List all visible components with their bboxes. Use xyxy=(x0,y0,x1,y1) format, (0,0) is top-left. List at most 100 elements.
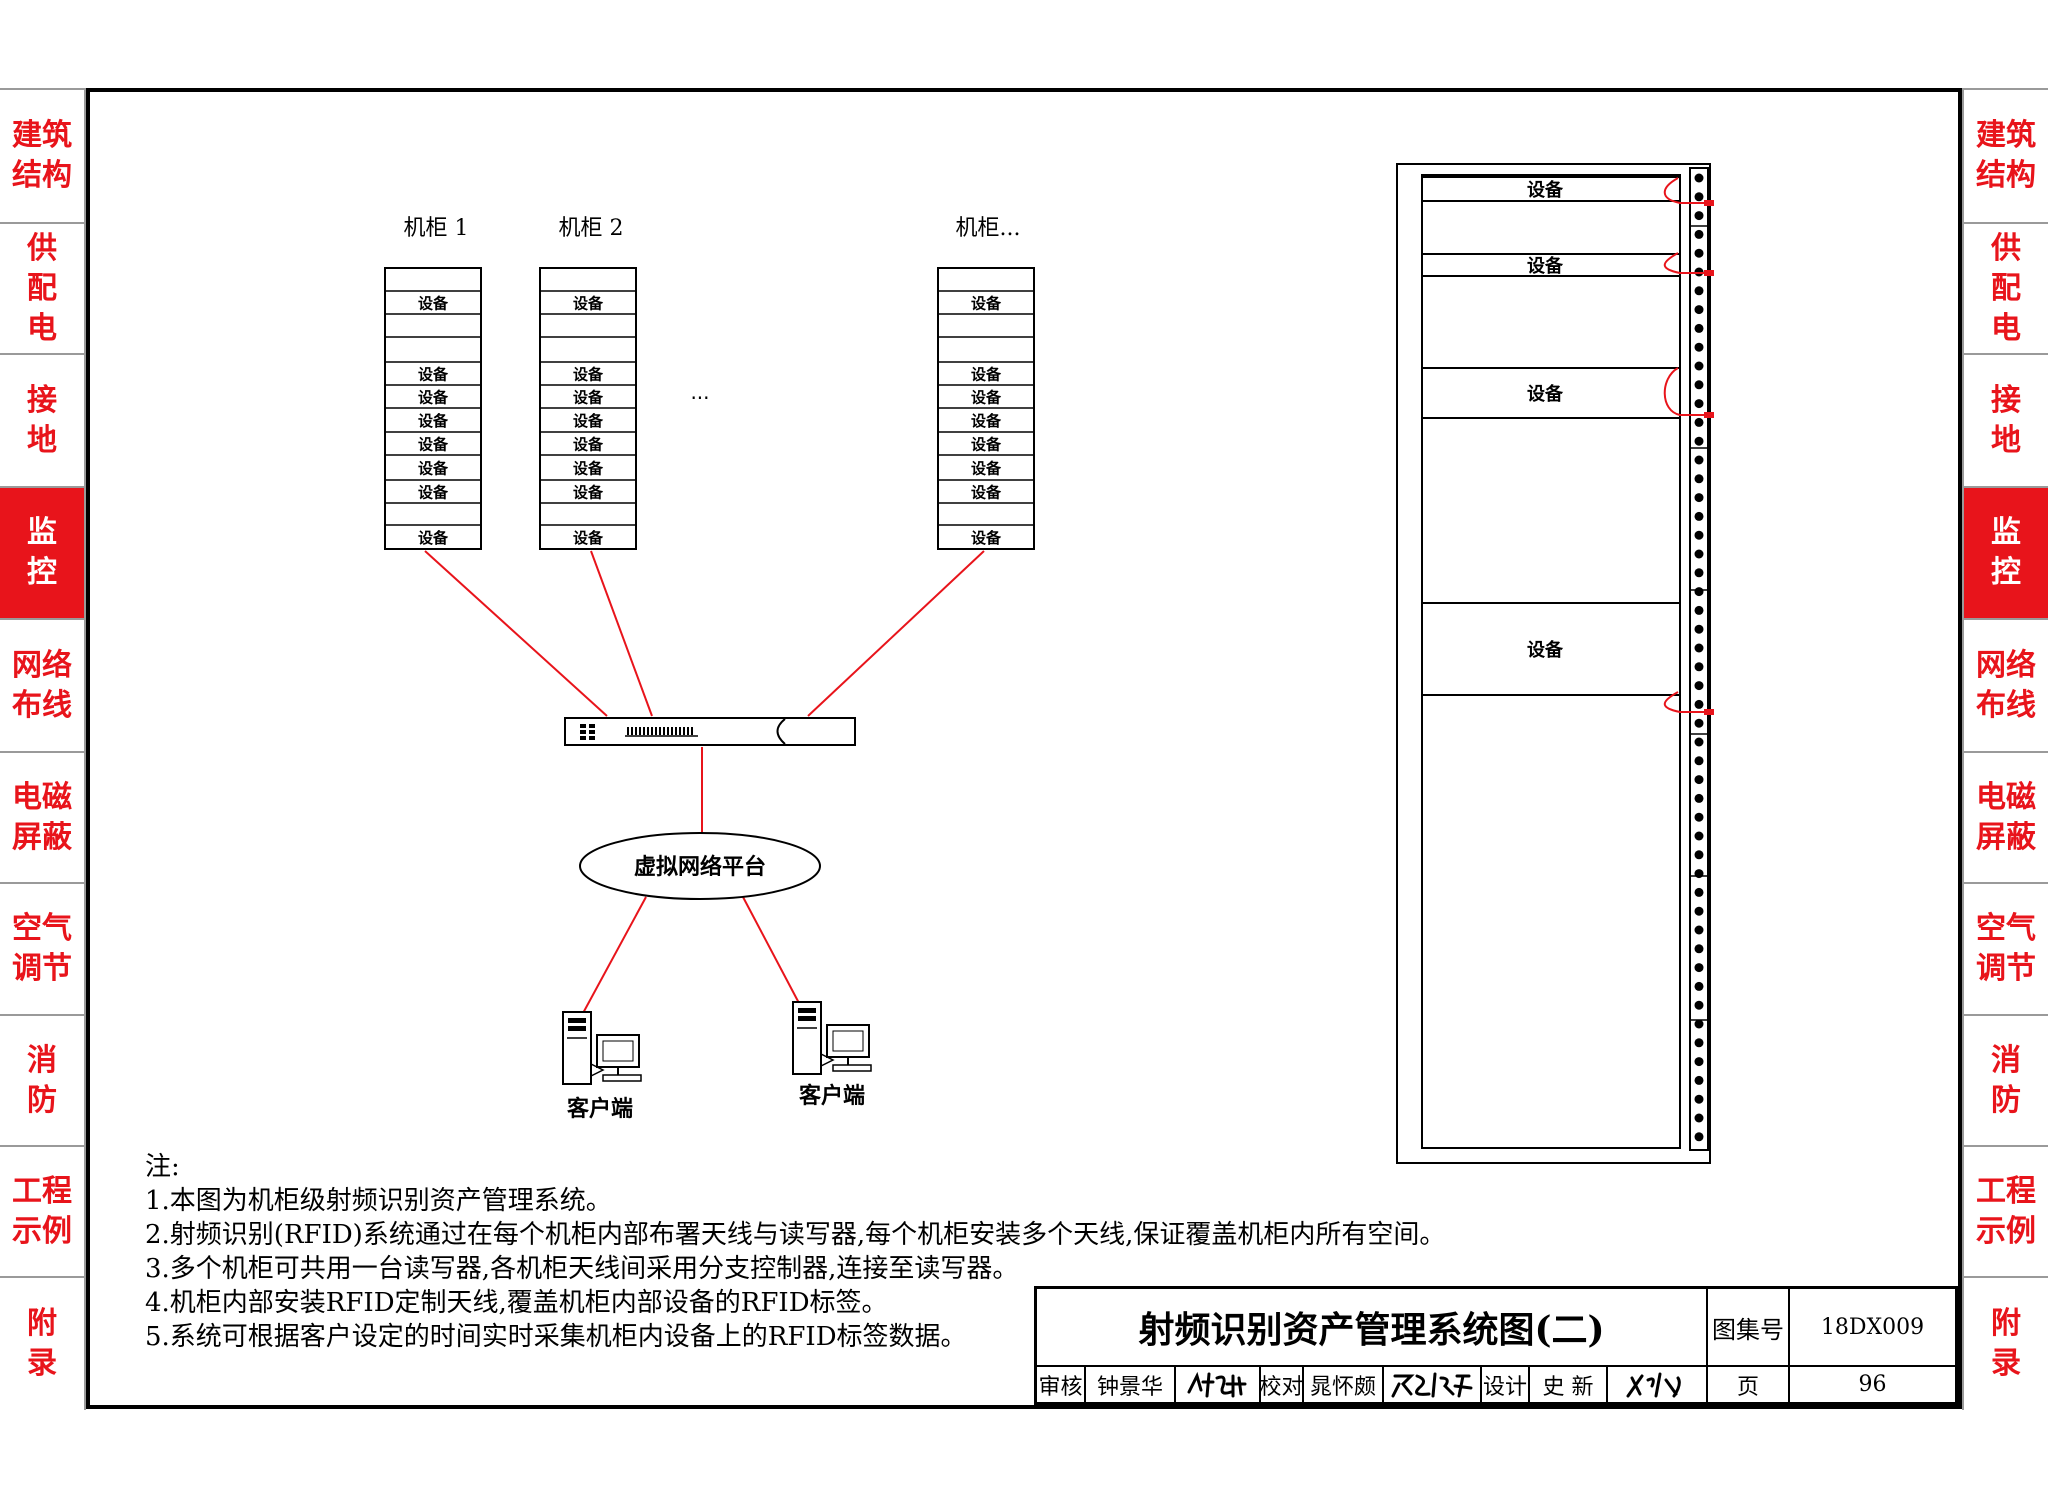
cabinet-slot-label: 设备 xyxy=(418,460,449,478)
side-tab-label: 建筑 xyxy=(1976,118,2036,153)
side-tab-10[interactable]: 附录 xyxy=(0,1276,86,1410)
side-tab-label: 工程 xyxy=(1976,1173,2036,1209)
cabinet-slot-label: 设备 xyxy=(573,529,604,547)
side-tab-label: 电 xyxy=(1991,310,2021,346)
side-tab-4[interactable]: 监控 xyxy=(0,486,86,618)
side-tab-7[interactable]: 空气调节 xyxy=(1962,882,2048,1014)
side-tab-7[interactable]: 空气调节 xyxy=(0,882,86,1014)
side-tab-8[interactable]: 消防 xyxy=(0,1014,86,1145)
rack-device-label: 设备 xyxy=(1527,179,1564,201)
cabinet-slot-label: 设备 xyxy=(971,436,1002,454)
cabinet-slot-label: 设备 xyxy=(418,412,449,430)
side-tab-9[interactable]: 工程示例 xyxy=(1962,1145,2048,1276)
cabinet-ellipsis: ··· xyxy=(690,386,709,410)
side-tab-8[interactable]: 消防 xyxy=(1962,1014,2048,1145)
side-tab-label: 调节 xyxy=(1976,951,2036,986)
note-4: 4.机柜内部安装RFID定制天线,覆盖机柜内部设备的RFID标签。 xyxy=(145,1288,888,1318)
client-label: 客户端 xyxy=(799,1083,865,1109)
cabinet-slot-label: 设备 xyxy=(971,412,1002,430)
side-tab-10[interactable]: 附录 xyxy=(1962,1276,2048,1410)
page-number: 96 xyxy=(1858,1372,1887,1397)
side-tab-label: 配 xyxy=(1991,270,2021,306)
cabinet-label: 机柜 1 xyxy=(404,216,469,241)
cabinet-slot-label: 设备 xyxy=(971,529,1002,547)
side-tab-label: 空气 xyxy=(1976,911,2036,946)
rack-device: 设备 xyxy=(1421,253,1681,277)
note-2: 2.射频识别(RFID)系统通过在每个机柜内部布署天线与读写器,每个机柜安装多个… xyxy=(145,1220,1446,1250)
side-tab-label: 结构 xyxy=(12,158,72,193)
rfid-antenna xyxy=(1663,177,1712,204)
cabinet-slot-label: 设备 xyxy=(418,295,449,313)
cabinet: 设备设备设备设备设备设备设备设备机柜... xyxy=(937,216,1035,550)
side-tab-label: 供 xyxy=(27,230,57,266)
side-tab-label: 电 xyxy=(27,310,57,346)
side-tab-3[interactable]: 接地 xyxy=(0,353,86,486)
cabinet-slot-label: 设备 xyxy=(573,484,604,502)
designer-name: 史 新 xyxy=(1542,1374,1594,1400)
rfid-antenna xyxy=(1663,367,1712,416)
client-workstation-icon: 客户端 xyxy=(562,1011,642,1122)
side-tab-2[interactable]: 供配电 xyxy=(1962,222,2048,353)
atlas-number: 18DX009 xyxy=(1820,1314,1925,1340)
side-tab-label: 接 xyxy=(1991,382,2021,418)
side-tab-label: 空气 xyxy=(12,911,72,946)
side-tab-1[interactable]: 建筑结构 xyxy=(0,88,86,222)
side-tab-3[interactable]: 接地 xyxy=(1962,353,2048,486)
platform-label: 虚拟网络平台 xyxy=(634,854,766,880)
side-tab-label: 电磁 xyxy=(12,779,72,815)
rfid-antenna xyxy=(1663,252,1712,274)
cabinet-slot-label: 设备 xyxy=(971,366,1002,384)
drawing-title: 射频识别资产管理系统图(二) xyxy=(1138,1309,1605,1351)
side-tab-label: 布线 xyxy=(1976,687,2036,723)
side-tab-5[interactable]: 网络布线 xyxy=(1962,618,2048,751)
cabinet-slot-label: 设备 xyxy=(573,436,604,454)
cabinet-slot-label: 设备 xyxy=(573,366,604,384)
side-tab-9[interactable]: 工程示例 xyxy=(0,1145,86,1276)
side-tab-label: 配 xyxy=(27,270,57,306)
side-tab-label: 示例 xyxy=(12,1213,72,1249)
rack-device: 设备 xyxy=(1421,602,1681,696)
side-tab-6[interactable]: 电磁屏蔽 xyxy=(1962,751,2048,882)
network-link xyxy=(581,896,647,1016)
side-tab-label: 防 xyxy=(1991,1082,2021,1118)
side-tab-label: 结构 xyxy=(1976,158,2036,193)
side-tab-label: 控 xyxy=(1991,555,2021,590)
rack-device-label: 设备 xyxy=(1527,639,1564,661)
rack-device-label: 设备 xyxy=(1527,255,1564,277)
side-tab-6[interactable]: 电磁屏蔽 xyxy=(0,751,86,882)
switch-device xyxy=(564,717,856,746)
side-tab-5[interactable]: 网络布线 xyxy=(0,618,86,751)
side-tab-4[interactable]: 监控 xyxy=(1962,486,2048,618)
design-label: 设计 xyxy=(1482,1374,1527,1400)
side-tab-label: 供 xyxy=(1991,230,2021,266)
checker-name: 晁怀颇 xyxy=(1309,1374,1376,1400)
rack-device: 设备 xyxy=(1421,367,1681,419)
side-tab-label: 接 xyxy=(27,382,57,418)
cabinet-slot-label: 设备 xyxy=(418,529,449,547)
side-tab-1[interactable]: 建筑结构 xyxy=(1962,88,2048,222)
page-label: 页 xyxy=(1736,1374,1759,1400)
side-tab-label: 控 xyxy=(27,555,57,590)
side-tab-label: 地 xyxy=(1991,422,2021,458)
side-tab-2[interactable]: 供配电 xyxy=(0,222,86,353)
cabinet-slot-label: 设备 xyxy=(971,389,1002,407)
client-label: 客户端 xyxy=(567,1096,633,1122)
notes-heading: 注: xyxy=(145,1152,180,1182)
network-link xyxy=(742,896,801,1006)
designer-signature xyxy=(1608,1367,1706,1402)
side-tab-label: 网络 xyxy=(1976,647,2036,683)
note-3: 3.多个机柜可共用一台读写器,各机柜天线间采用分支控制器,连接至读写器。 xyxy=(145,1254,1019,1284)
note-5: 5.系统可根据客户设定的时间实时采集机柜内设备上的RFID标签数据。 xyxy=(145,1322,967,1352)
cabinet-slot-label: 设备 xyxy=(971,484,1002,502)
side-tab-label: 消 xyxy=(27,1042,57,1078)
side-tab-label: 录 xyxy=(1991,1346,2021,1381)
rfid-antenna xyxy=(1663,691,1712,713)
cabinet-slot-label: 设备 xyxy=(573,295,604,313)
side-tab-label: 屏蔽 xyxy=(12,819,72,855)
side-tab-label: 附 xyxy=(27,1306,57,1341)
side-tab-label: 电磁 xyxy=(1976,779,2036,815)
side-tab-label: 防 xyxy=(27,1082,57,1118)
side-tab-label: 网络 xyxy=(12,647,72,683)
